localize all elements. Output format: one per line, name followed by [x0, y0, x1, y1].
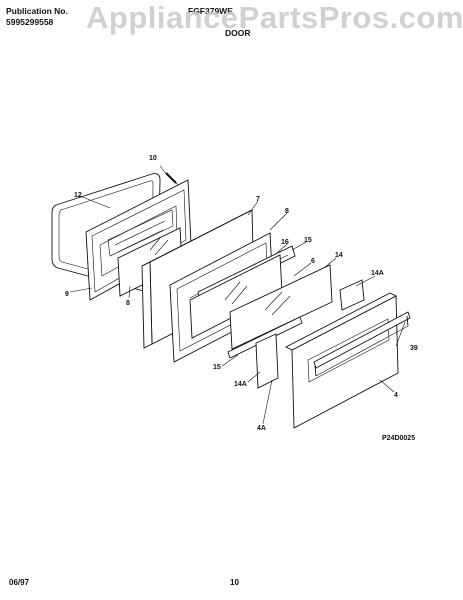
- callout-14: 14: [335, 252, 343, 259]
- callout-15-top: 15: [304, 237, 312, 244]
- footer-date: 06/97: [9, 578, 30, 587]
- callout-39: 39: [410, 345, 418, 352]
- part-outer-door: [285, 292, 411, 429]
- callout-12: 12: [74, 192, 82, 199]
- model-number: FGF379WE: [188, 6, 233, 16]
- callout-6: 6: [311, 258, 315, 265]
- callout-14A-top: 14A: [371, 270, 384, 277]
- callout-14A-mid: 14A: [234, 381, 247, 388]
- callout-4: 4: [394, 392, 398, 399]
- part-glass-rod: [227, 316, 303, 359]
- part-insulation-top: [339, 279, 365, 311]
- callout-16: 16: [281, 239, 289, 246]
- diagram-code: P24D0025: [382, 435, 415, 442]
- publication-number: 5995299558: [6, 17, 54, 27]
- page-number: 10: [230, 578, 239, 587]
- callout-9: 9: [65, 291, 69, 298]
- callout-10: 10: [149, 155, 157, 162]
- callout-8-bottom: 8: [126, 300, 130, 307]
- callout-15-bottom: 15: [213, 364, 221, 371]
- callout-7: 7: [256, 196, 260, 203]
- leader-lines: [69, 195, 406, 425]
- publication-label: Publication No.: [6, 6, 68, 16]
- callout-8-top: 8: [285, 208, 289, 215]
- callout-4A: 4A: [257, 425, 266, 432]
- watermark: AppliancePartsPros.com: [86, 0, 463, 35]
- part-insulation-mid: [255, 333, 279, 389]
- section-title: DOOR: [225, 28, 251, 38]
- part-outer-glass: [229, 264, 333, 350]
